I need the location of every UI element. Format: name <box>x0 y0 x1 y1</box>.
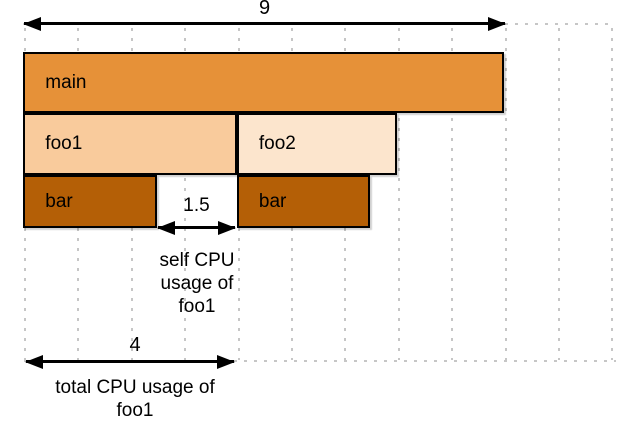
frame-label: foo2 <box>258 133 296 154</box>
total-main-value: 9 <box>258 0 271 19</box>
gridline <box>504 28 507 360</box>
gridline <box>451 28 454 360</box>
gridline <box>184 28 187 360</box>
frame-label: bar <box>258 190 287 212</box>
gridline <box>611 28 614 360</box>
total-foo1-value: 4 <box>129 334 141 356</box>
arrowhead-left-icon <box>157 220 175 235</box>
self-foo1-arrow <box>157 220 236 235</box>
top-dotted-line <box>505 23 615 25</box>
frame-main: main <box>23 52 504 113</box>
gridline <box>397 28 400 360</box>
frame-foo1: foo1 <box>23 113 237 175</box>
arrowhead-left-icon <box>23 16 41 31</box>
self-foo1-value: 1.5 <box>183 195 210 216</box>
bottom-dotted-line <box>24 360 616 362</box>
total-main-arrow <box>23 16 506 31</box>
arrowhead-right-icon <box>218 220 236 235</box>
frame-label: bar <box>45 190 73 212</box>
total-foo1-caption: total CPU usage of foo1 <box>55 377 215 421</box>
frame-label: main <box>45 71 87 93</box>
gridline <box>558 28 560 360</box>
frame-bar2: bar <box>236 175 371 228</box>
arrowhead-left-icon <box>25 354 43 369</box>
frame-foo2: foo2 <box>236 113 398 175</box>
total-foo1-arrow <box>25 354 235 369</box>
arrowhead-right-icon <box>217 354 235 369</box>
frame-label: foo1 <box>45 133 83 154</box>
arrowhead-right-icon <box>488 16 506 31</box>
frame-bar1: bar <box>23 175 157 228</box>
self-foo1-caption: self CPU usage of foo1 <box>159 250 235 317</box>
